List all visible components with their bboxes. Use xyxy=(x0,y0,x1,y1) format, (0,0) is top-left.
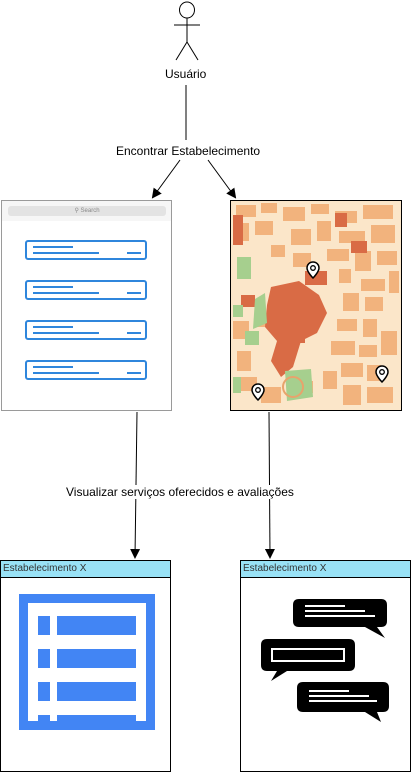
screen-title: Estabelecimento X xyxy=(1,561,170,578)
actor-label: Usuário xyxy=(165,67,207,81)
list-item[interactable] xyxy=(25,240,147,260)
list-screen: ⚲ Search xyxy=(1,200,172,411)
search-bar[interactable]: ⚲ Search xyxy=(8,206,166,216)
edge-label-find: Encontrar Estabelecimento xyxy=(116,144,261,158)
city-map-image xyxy=(231,201,401,410)
list-item[interactable] xyxy=(25,360,147,380)
establishment-services-screen: Estabelecimento X xyxy=(0,560,171,772)
map-pin-icon[interactable] xyxy=(306,261,320,279)
map-pin-icon[interactable] xyxy=(375,365,389,383)
edge-list-to-detail xyxy=(130,411,141,559)
screen-title: Estabelecimento X xyxy=(241,561,410,578)
edge-to-list xyxy=(151,159,181,199)
map-pin-icon[interactable] xyxy=(251,383,265,401)
search-placeholder: Search xyxy=(80,208,100,214)
actor-stick-figure-icon xyxy=(174,1,200,61)
edge-map-to-detail xyxy=(264,411,275,559)
edge-to-map xyxy=(207,159,237,199)
search-icon: ⚲ xyxy=(74,208,79,214)
services-list-icon xyxy=(19,594,155,730)
list-item[interactable] xyxy=(25,320,147,340)
list-item[interactable] xyxy=(25,280,147,300)
establishment-reviews-screen: Estabelecimento X xyxy=(240,560,411,772)
map-screen[interactable] xyxy=(230,200,402,411)
reviews-chat-icon xyxy=(261,599,389,722)
edge-label-view: Visualizar serviços oferecidos e avaliaç… xyxy=(66,485,294,499)
